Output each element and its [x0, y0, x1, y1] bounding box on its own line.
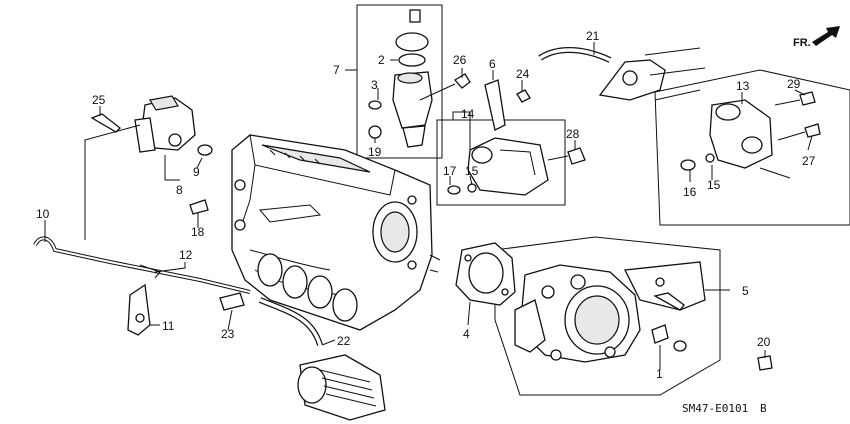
direction-label: FR. [793, 37, 811, 49]
box-part-5-group [494, 236, 721, 396]
callout-15-b: 15 [707, 178, 721, 192]
callout-22: 22 [337, 334, 351, 348]
callout-7: 7 [333, 63, 340, 77]
callout-25: 25 [92, 93, 106, 107]
box-part-7-group [356, 4, 443, 159]
hose-22 [258, 297, 386, 421]
valve-assembly-13 [680, 99, 791, 179]
box-part-14-group [436, 119, 566, 206]
callout-11: 11 [162, 319, 175, 333]
callout-24: 24 [516, 67, 530, 81]
callout-10: 10 [36, 207, 50, 221]
front-direction-arrow: FR. [793, 26, 840, 49]
drawing-revision: B [760, 402, 767, 415]
callout-29: 29 [787, 77, 801, 91]
cable-bracket-area [598, 47, 706, 101]
tube-23 [219, 292, 245, 311]
drawing-code-block: SM47-E0101 B [682, 402, 767, 415]
callout-17: 17 [443, 164, 457, 178]
callout-18: 18 [191, 225, 205, 239]
callout-12: 12 [179, 248, 193, 262]
hose-10-pipe-12 [33, 236, 251, 294]
iac-valve-14 [447, 137, 549, 196]
bracket-6 [484, 79, 506, 131]
callout-26: 26 [453, 53, 467, 67]
callout-13: 13 [736, 79, 750, 93]
throttle-body [514, 261, 706, 363]
callout-21: 21 [586, 29, 600, 43]
callout-28: 28 [566, 127, 580, 141]
callout-4: 4 [463, 327, 470, 341]
callout-27: 27 [802, 154, 816, 168]
callout-23: 23 [221, 327, 235, 341]
callout-15-a: 15 [465, 164, 479, 178]
callout-8: 8 [176, 183, 183, 197]
valve-assembly-7 [368, 9, 433, 148]
throttle-gasket [455, 242, 516, 306]
callout-5: 5 [742, 284, 749, 298]
bolts [90, 73, 821, 371]
callout-1: 1 [656, 367, 663, 381]
hose-21 [538, 47, 612, 63]
callout-9: 9 [193, 165, 200, 179]
callout-labels: 1 2 3 4 5 6 7 8 9 10 11 12 13 14 15 15 1… [36, 29, 816, 381]
bracket-11 [127, 283, 151, 336]
callout-19: 19 [368, 145, 382, 159]
drawing-code: SM47-E0101 [682, 402, 748, 415]
callout-16: 16 [683, 185, 697, 199]
box-part-13-group [654, 69, 850, 226]
leader-lines [44, 42, 813, 370]
callout-14: 14 [461, 107, 475, 121]
callout-2: 2 [378, 53, 385, 67]
callout-6: 6 [489, 57, 496, 71]
callout-20: 20 [757, 335, 771, 349]
intake-manifold [231, 134, 441, 331]
callout-3: 3 [371, 78, 378, 92]
fast-idle-valve [134, 95, 196, 153]
